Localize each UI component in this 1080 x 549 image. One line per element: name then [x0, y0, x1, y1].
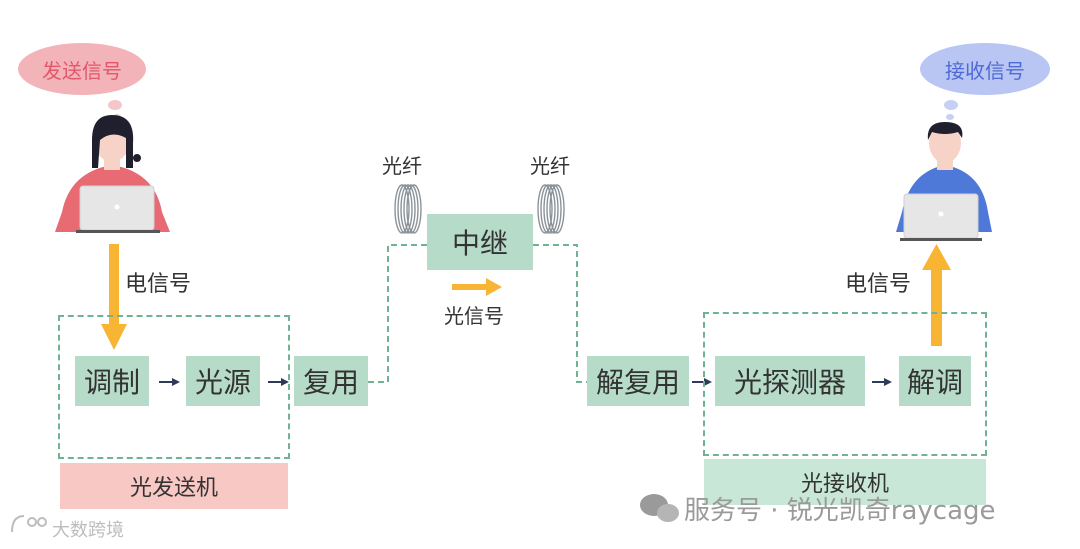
fiber-path-right: [533, 244, 587, 383]
electrical-signal-arrow-up: [922, 244, 951, 346]
receiver-bubble-tail-small: [946, 114, 954, 120]
transmitter-bar: 光发送机: [60, 463, 288, 509]
receiver-bar: 光接收机: [704, 459, 986, 505]
demodulate-block: 解调: [899, 356, 971, 406]
electrical-signal-label-right: 电信号: [845, 272, 912, 297]
arrow-modulate-to-source-head: [172, 378, 180, 386]
electrical-signal-arrow-down: [101, 244, 127, 350]
receiver-signal-bubble: 接收信号: [920, 43, 1050, 95]
sender-bubble-tail-large: [108, 100, 122, 110]
fiber-label-left: 光纤: [382, 154, 422, 178]
optical-signal-label: 光信号: [444, 304, 504, 328]
fiber-label-right: 光纤: [530, 154, 570, 178]
modulate-block: 调制: [75, 356, 149, 406]
receiver-person-illustration: [896, 122, 992, 241]
arrow-source-to-multiplex-head: [281, 378, 289, 386]
receiver-frame: [703, 312, 987, 456]
watermark-brand: 大数跨境: [52, 520, 124, 541]
electrical-signal-label-left: 电信号: [125, 272, 192, 297]
demultiplex-block: 解复用: [587, 356, 689, 406]
fiber-coil-right: [537, 184, 565, 234]
fiber-path-left: [368, 244, 427, 383]
transmitter-frame: [58, 315, 290, 459]
watermark-logo-icon: [11, 515, 47, 533]
sender-signal-bubble: 发送信号: [18, 43, 146, 95]
light-source-block: 光源: [186, 356, 260, 406]
fiber-coil-left: [394, 184, 422, 234]
photodetector-block: 光探测器: [715, 356, 865, 406]
receiver-bubble-tail-large: [944, 100, 958, 110]
repeater-block: 中继: [427, 214, 533, 270]
arrow-demux-to-detector-head: [704, 378, 712, 386]
multiplex-block: 复用: [294, 356, 368, 406]
watermark-service-account: 服务号 · 锐光凯奇raycage: [684, 496, 996, 526]
arrow-detector-to-demodulate-head: [884, 378, 892, 386]
optical-signal-arrow: [452, 278, 502, 296]
sender-person-illustration: [55, 115, 170, 233]
wechat-icon: [640, 494, 679, 522]
